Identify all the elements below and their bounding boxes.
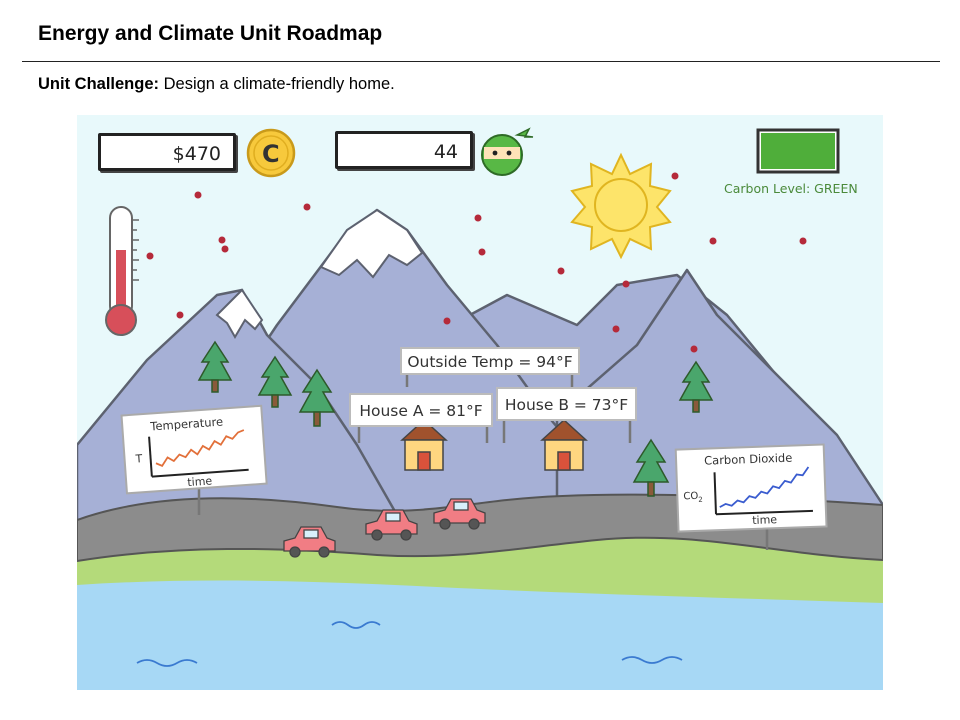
challenge-label: Unit Challenge: (38, 75, 160, 93)
carbon-meter-fill (761, 133, 835, 169)
sign-house-b: House B = 73°F (496, 387, 637, 421)
water-wave (136, 659, 198, 667)
sign-house-a: House A = 81°F (349, 393, 493, 427)
scene-illustration: Temperature T time Carbon Dioxide CO2 ti… (77, 115, 883, 690)
co2-chart: Carbon Dioxide CO2 time (674, 443, 828, 533)
sun-icon (570, 152, 672, 260)
car-icon (433, 498, 486, 530)
car-icon (365, 509, 418, 541)
snow-cap-left (215, 288, 264, 339)
sign-outside-temp: Outside Temp = 94°F (400, 347, 580, 375)
temperature-chart: Temperature T time (120, 404, 268, 495)
thermometer-icon (105, 206, 139, 336)
co2-line (719, 466, 810, 508)
carbon-level-label: Carbon Level: GREEN (724, 181, 858, 196)
temperature-chart-xlabel: time (187, 474, 213, 489)
co2-chart-xlabel: time (752, 513, 778, 527)
money-display: $470 (98, 133, 236, 171)
temperature-chart-ylabel: T (134, 452, 143, 466)
water (77, 580, 883, 690)
house-icon (540, 418, 588, 471)
co2-chart-ylabel: CO2 (683, 491, 703, 505)
title-divider (22, 61, 940, 62)
house-icon (400, 418, 448, 471)
carbon-meter (756, 128, 840, 174)
car-icon (283, 526, 336, 558)
coin-letter: C (262, 140, 280, 168)
coin-icon: C (246, 128, 296, 178)
unit-challenge: Unit Challenge: Design a climate-friendl… (38, 75, 395, 94)
water-wave (621, 656, 683, 664)
temperature-line (155, 429, 245, 467)
temperature-chart-title: Temperature (149, 414, 224, 433)
snow-cap-tall (319, 208, 424, 279)
ninja-avatar-icon (481, 127, 534, 176)
tree-icon (197, 340, 714, 497)
challenge-text: Design a climate-friendly home. (163, 75, 395, 93)
water-wave (331, 621, 381, 629)
score-display: 44 (335, 131, 473, 169)
page-title: Energy and Climate Unit Roadmap (38, 22, 383, 45)
sign-posts (197, 370, 769, 550)
co2-chart-title: Carbon Dioxide (704, 451, 793, 468)
game-scene[interactable]: Temperature T time Carbon Dioxide CO2 ti… (77, 115, 883, 690)
